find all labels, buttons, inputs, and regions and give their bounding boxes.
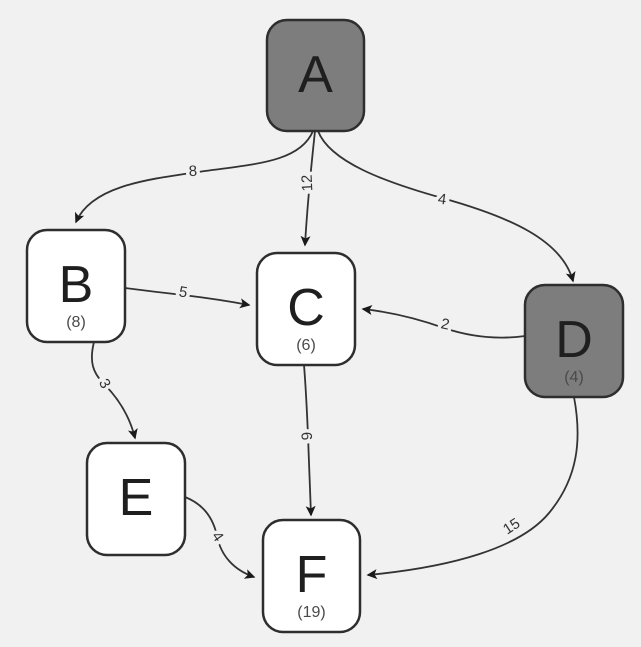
- edge-A-to-D: [317, 130, 576, 283]
- node-F-label: F: [296, 546, 328, 604]
- node-B-sublabel: (8): [66, 314, 86, 331]
- node-F: F (19): [261, 518, 362, 634]
- edge-weight-A-to-B: 8: [188, 163, 197, 180]
- node-D-box: [523, 283, 625, 399]
- edge-E-to-F: [184, 496, 256, 579]
- node-D-sublabel: (4): [564, 369, 584, 386]
- edge-D-to-C: [361, 305, 526, 339]
- node-B: B (8): [25, 228, 127, 344]
- edge-C-to-F: [303, 364, 316, 517]
- node-D: D (4): [523, 283, 625, 399]
- node-A-box: [265, 18, 366, 133]
- node-A: A: [265, 18, 366, 133]
- edge-B-to-E: [91, 341, 138, 440]
- edge-weight-A-to-C: 12: [299, 174, 317, 192]
- node-C: C (6): [255, 251, 357, 367]
- node-E-box: [85, 441, 187, 557]
- node-A-label: A: [298, 46, 333, 104]
- edge-layer: [74, 130, 579, 580]
- edge-D-to-F: [366, 396, 579, 580]
- edge-A-to-C: [300, 130, 316, 247]
- node-D-label: D: [555, 311, 593, 369]
- edge-weight-C-to-F: 9: [299, 431, 316, 440]
- node-F-sublabel: (19): [297, 604, 325, 621]
- node-C-label: C: [287, 279, 325, 337]
- node-F-box: [261, 518, 362, 634]
- node-C-box: [255, 251, 357, 367]
- node-B-label: B: [59, 256, 94, 314]
- node-E-label: E: [119, 469, 154, 527]
- node-E: E: [85, 441, 187, 557]
- edge-B-to-C: [124, 287, 251, 309]
- edge-A-to-B: [74, 130, 314, 224]
- node-C-sublabel: (6): [296, 337, 316, 354]
- node-B-box: [25, 228, 127, 344]
